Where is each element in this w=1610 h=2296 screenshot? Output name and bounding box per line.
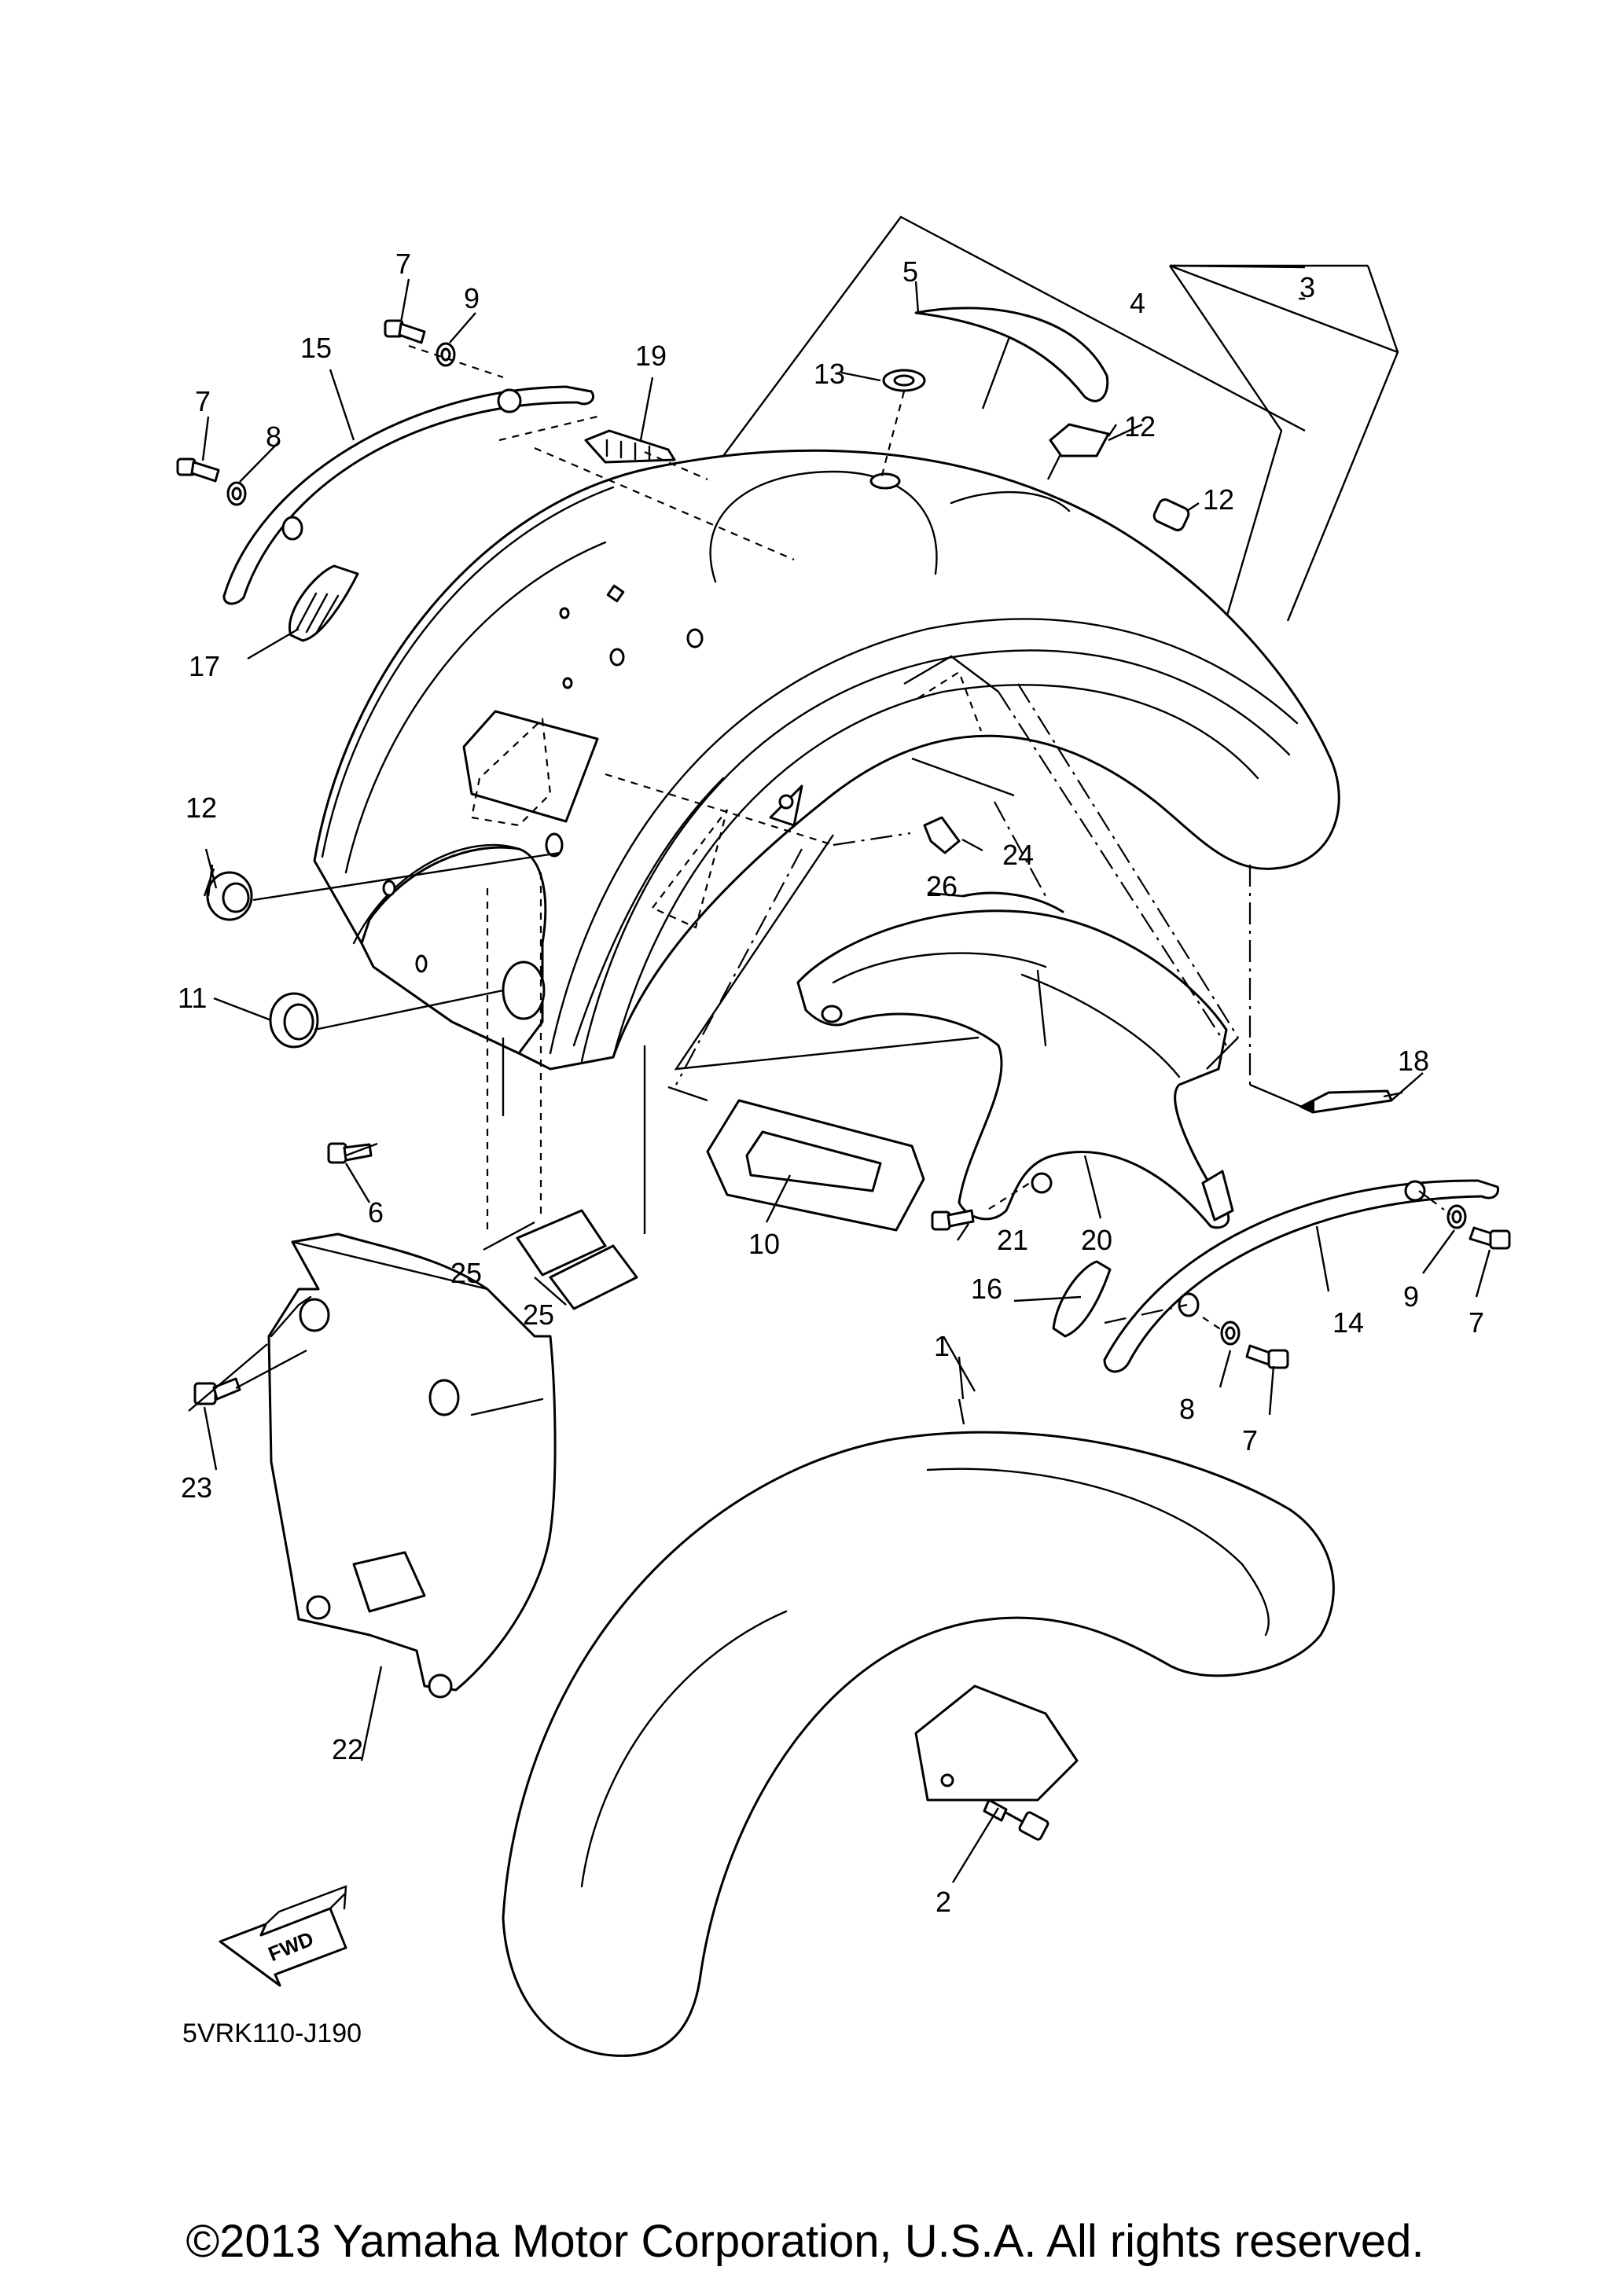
part-10-seal xyxy=(706,1099,925,1232)
part-20-guard xyxy=(796,909,1234,1229)
callout-3: 3 xyxy=(1299,271,1315,303)
callout-13: 13 xyxy=(814,358,845,390)
part-11-grommet xyxy=(269,992,319,1049)
callout-19: 19 xyxy=(635,340,667,372)
callout-labels: 1 2 3 4 5 6 7 7 7 7 8 8 9 9 10 11 12 12 … xyxy=(178,248,1484,1918)
callout-6: 6 xyxy=(368,1196,384,1229)
part-25-dash-guides xyxy=(486,872,646,1234)
callout-22: 22 xyxy=(332,1733,363,1765)
callout-7-a: 7 xyxy=(395,248,411,280)
part-13-grommet xyxy=(869,369,926,490)
part-9-washer-upper xyxy=(436,342,456,367)
part-8-washer-left xyxy=(226,481,247,506)
part-17-pad xyxy=(288,564,359,642)
callout-2: 2 xyxy=(935,1886,951,1918)
callout-18: 18 xyxy=(1398,1045,1429,1077)
callout-12-a: 12 xyxy=(1124,410,1156,443)
part-7-bolt-left xyxy=(176,457,220,483)
callout-23: 23 xyxy=(181,1471,212,1504)
callout-10: 10 xyxy=(748,1228,780,1260)
part-18-pad xyxy=(1299,1089,1393,1114)
callout-21: 21 xyxy=(997,1224,1028,1256)
callout-8-b: 8 xyxy=(1179,1393,1195,1425)
fwd-arrow: FWD xyxy=(219,1885,347,1987)
callout-7-d: 7 xyxy=(1242,1424,1258,1457)
part-22-bracket xyxy=(267,1232,557,1699)
diagram-code: 5VRK110-J190 xyxy=(182,2019,362,2048)
callout-7-b: 7 xyxy=(195,385,211,417)
part-7-bolt-right xyxy=(1468,1226,1511,1250)
callout-4: 4 xyxy=(1130,287,1145,319)
part-26-strip xyxy=(961,891,1064,913)
callout-14: 14 xyxy=(1332,1306,1364,1339)
part-1-front-fender xyxy=(502,1431,1335,2057)
callout-17: 17 xyxy=(189,650,220,682)
callout-16: 16 xyxy=(971,1273,1002,1305)
callout-12-c: 12 xyxy=(186,792,217,824)
assembly-guides xyxy=(188,344,1451,1412)
part-8-washer-right xyxy=(1220,1321,1241,1346)
callout-24: 24 xyxy=(1002,839,1034,871)
callout-15: 15 xyxy=(300,332,332,364)
callout-12-b: 12 xyxy=(1203,483,1234,516)
part-24-clip xyxy=(923,816,961,854)
callout-20: 20 xyxy=(1081,1224,1112,1256)
part-15-rail xyxy=(222,385,595,605)
callout-1: 1 xyxy=(934,1330,950,1362)
callout-7-c: 7 xyxy=(1468,1306,1484,1339)
copyright-notice: ©2013 Yamaha Motor Corporation, U.S.A. A… xyxy=(186,2216,1424,2267)
part-23-bolt xyxy=(193,1377,241,1405)
part-7-bolt-right-lower xyxy=(1245,1344,1289,1369)
group-bracket-lines xyxy=(722,215,1399,704)
part-14-rail xyxy=(1103,1179,1500,1373)
callout-leaders xyxy=(201,278,1491,1883)
callout-26: 26 xyxy=(926,870,958,902)
callout-5: 5 xyxy=(902,255,918,288)
part-9-washer-right xyxy=(1446,1204,1467,1229)
part-19-pad xyxy=(584,429,676,464)
part-2-bolt xyxy=(983,1798,1049,1841)
callout-25-b: 25 xyxy=(523,1299,554,1331)
part-5-trim xyxy=(914,307,1109,402)
part-12-grommets xyxy=(206,423,1190,921)
part-21-bolt xyxy=(931,1209,975,1231)
callout-9-b: 9 xyxy=(1403,1280,1419,1313)
part-25-pads xyxy=(516,1209,638,1310)
callout-8-a: 8 xyxy=(266,421,281,453)
callout-11: 11 xyxy=(178,982,207,1014)
part-3-rear-fender xyxy=(313,449,1340,1071)
callout-9-a: 9 xyxy=(464,282,480,314)
part-7-bolt-upper xyxy=(384,319,426,344)
callout-25-a: 25 xyxy=(450,1257,482,1289)
part-4-panel-outline xyxy=(470,670,983,929)
